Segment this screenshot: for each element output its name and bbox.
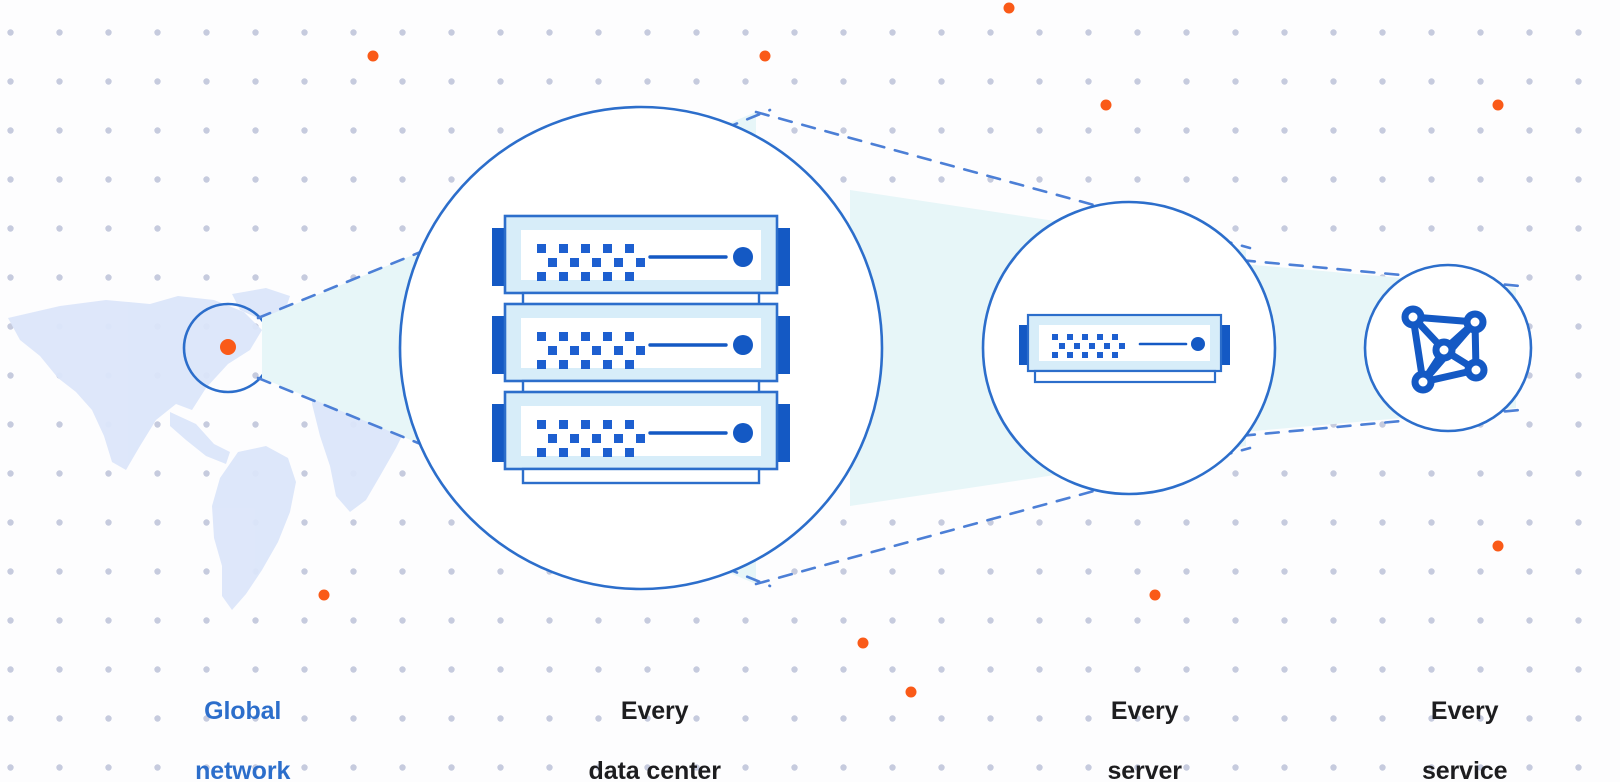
server-unit: [492, 214, 790, 307]
label-every-service: Every service: [1318, 666, 1584, 782]
label-line-2: network: [195, 757, 291, 782]
network-node: [1432, 338, 1456, 362]
server-led-grid: [537, 420, 645, 457]
server-led-grid: [537, 244, 645, 281]
server-faceplate: [521, 230, 761, 280]
rack-base: [521, 467, 761, 485]
orange-dot: [1100, 99, 1112, 111]
label-global-network: Global network: [96, 666, 362, 782]
server-base: [1033, 369, 1217, 384]
server-status-dot: [1191, 337, 1205, 351]
dashed-line: [754, 446, 1252, 586]
network-node: [1464, 358, 1488, 382]
server-status-dot: [733, 335, 753, 355]
label-line-2: service: [1421, 757, 1508, 782]
network-node: [1411, 370, 1435, 394]
label-line-1: Global: [204, 697, 282, 725]
network-nodes-icon: [1401, 305, 1488, 394]
label-line-1: Every: [620, 697, 689, 725]
network-nodes: [1401, 305, 1488, 394]
server-led-grid: [1052, 334, 1125, 358]
map-location-dot: [220, 339, 236, 355]
orange-dot: [367, 50, 379, 62]
orange-dot: [759, 50, 771, 62]
label-every-server: Every server: [998, 666, 1264, 782]
label-line-1: Every: [1430, 697, 1499, 725]
orange-dot: [1003, 2, 1015, 14]
orange-dot: [905, 686, 917, 698]
server-rack: [492, 214, 790, 485]
label-line-2: server: [1107, 757, 1182, 782]
server-unit: [492, 302, 790, 395]
label-line-1: Every: [1110, 697, 1179, 725]
server-faceplate: [521, 406, 761, 456]
server-led-grid: [537, 332, 645, 369]
dashed-line: [754, 110, 1252, 250]
server-faceplate: [521, 318, 761, 368]
label-every-data-center: Every data center: [508, 666, 774, 782]
network-node: [1401, 305, 1425, 329]
network-node: [1463, 310, 1487, 334]
label-line-2: data center: [588, 757, 721, 782]
server-status-dot: [733, 423, 753, 443]
server-status-dot: [733, 247, 753, 267]
single-server-unit: [1019, 313, 1230, 384]
orange-dot: [1492, 540, 1504, 552]
orange-dot: [1492, 99, 1504, 111]
orange-dot: [1149, 589, 1161, 601]
orange-dot: [857, 637, 869, 649]
orange-dot: [318, 589, 330, 601]
